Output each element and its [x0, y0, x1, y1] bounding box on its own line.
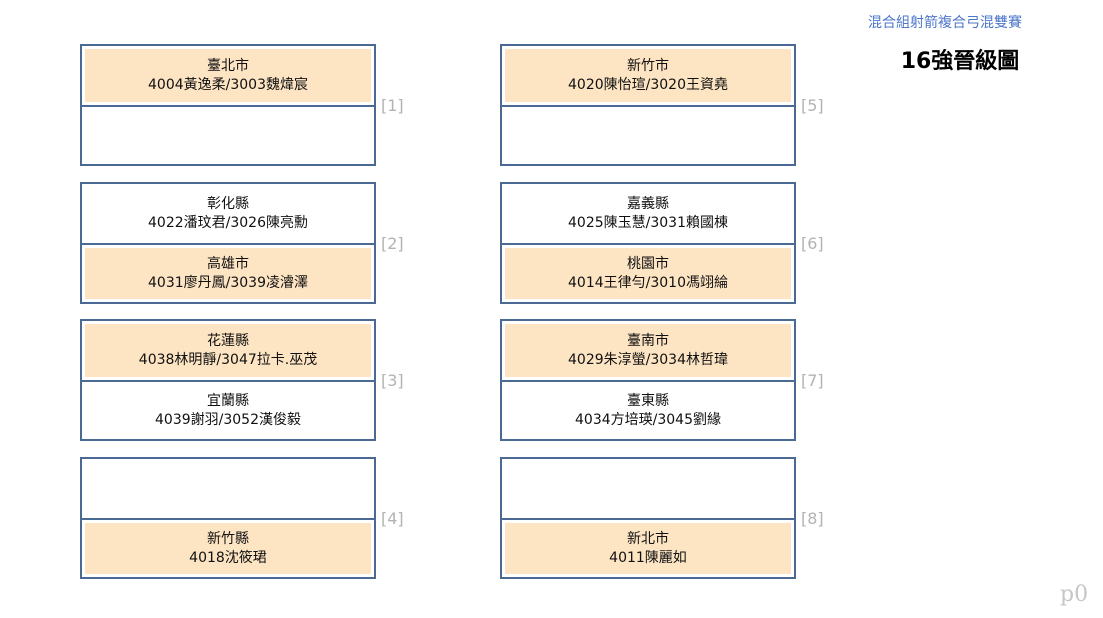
slot-divider [502, 380, 794, 382]
match-slot-bottom: 臺東縣 4034方培瑛/3045劉緣 [502, 382, 794, 439]
winner-highlight [85, 248, 371, 299]
slot-divider [502, 518, 794, 520]
match-number: [4] [381, 509, 404, 528]
region-label: 新竹市 [627, 57, 669, 74]
match-number: [6] [801, 234, 824, 253]
match-slot-top: 花蓮縣 4038林明靜/3047拉卡.巫茂 [82, 321, 374, 380]
region-label: 新竹縣 [207, 530, 249, 547]
players-label: 4038林明靜/3047拉卡.巫茂 [138, 351, 318, 368]
winner-highlight [85, 523, 371, 574]
winner-highlight [505, 248, 791, 299]
slot-divider [82, 518, 374, 520]
match-slot-bottom [82, 107, 374, 164]
match-box: 新竹縣 4018沈筱珺 [80, 457, 376, 579]
bracket-subtitle: 混合組射箭複合弓混雙賽 [868, 15, 1022, 31]
match-slot-top: 新竹市 4020陳怡瑄/3020王資堯 [502, 46, 794, 105]
players-label: 4020陳怡瑄/3020王資堯 [568, 76, 728, 93]
match-number: [2] [381, 234, 404, 253]
players-label: 4011陳麗如 [609, 549, 687, 566]
match-box: 新竹市 4020陳怡瑄/3020王資堯 [500, 44, 796, 166]
region-label: 嘉義縣 [627, 195, 669, 212]
players-label: 4004黃逸柔/3003魏煒宸 [148, 76, 308, 93]
match-number: [1] [381, 96, 404, 115]
region-label: 臺北市 [207, 57, 249, 74]
match-slot-bottom: 新北市 4011陳麗如 [502, 520, 794, 577]
slot-divider [502, 243, 794, 245]
players-label: 4018沈筱珺 [189, 549, 267, 566]
match-slot-bottom: 新竹縣 4018沈筱珺 [82, 520, 374, 577]
slot-divider [82, 105, 374, 107]
match-slot-top: 臺南市 4029朱淳螢/3034林哲瑋 [502, 321, 794, 380]
match-box: 新北市 4011陳麗如 [500, 457, 796, 579]
players-label: 4014王律勻/3010馮翊綸 [568, 274, 728, 291]
match-slot-top [502, 459, 794, 518]
winner-highlight [505, 324, 791, 377]
match-number: [7] [801, 371, 824, 390]
players-label: 4039謝羽/3052漢俊毅 [155, 411, 301, 428]
bracket-title: 16強晉級圖 [900, 49, 1020, 74]
match-slot-top [82, 459, 374, 518]
match-slot-bottom: 宜蘭縣 4039謝羽/3052漢俊毅 [82, 382, 374, 439]
match-slot-top: 臺北市 4004黃逸柔/3003魏煒宸 [82, 46, 374, 105]
region-label: 新北市 [627, 530, 669, 547]
region-label: 彰化縣 [207, 195, 249, 212]
winner-highlight [505, 49, 791, 102]
slot-divider [82, 380, 374, 382]
winner-highlight [505, 523, 791, 574]
players-label: 4029朱淳螢/3034林哲瑋 [568, 351, 728, 368]
region-label: 臺南市 [627, 332, 669, 349]
page-mark: p0 [1060, 582, 1089, 607]
match-number: [5] [801, 96, 824, 115]
match-slot-bottom: 桃園市 4014王律勻/3010馮翊綸 [502, 245, 794, 302]
players-label: 4025陳玉慧/3031賴國棟 [568, 214, 728, 231]
players-label: 4034方培瑛/3045劉緣 [575, 411, 721, 428]
match-box: 臺南市 4029朱淳螢/3034林哲瑋臺東縣 4034方培瑛/3045劉緣 [500, 319, 796, 441]
match-box: 花蓮縣 4038林明靜/3047拉卡.巫茂宜蘭縣 4039謝羽/3052漢俊毅 [80, 319, 376, 441]
region-label: 宜蘭縣 [207, 392, 249, 409]
match-box: 臺北市 4004黃逸柔/3003魏煒宸 [80, 44, 376, 166]
region-label: 高雄市 [207, 255, 249, 272]
match-slot-bottom: 高雄市 4031廖丹鳳/3039凌濬澤 [82, 245, 374, 302]
region-label: 花蓮縣 [207, 332, 249, 349]
players-label: 4031廖丹鳳/3039凌濬澤 [148, 274, 308, 291]
players-label: 4022潘玟君/3026陳亮勳 [148, 214, 308, 231]
winner-highlight [85, 49, 371, 102]
match-box: 嘉義縣 4025陳玉慧/3031賴國棟桃園市 4014王律勻/3010馮翊綸 [500, 182, 796, 304]
match-slot-top: 嘉義縣 4025陳玉慧/3031賴國棟 [502, 184, 794, 243]
match-slot-bottom [502, 107, 794, 164]
match-number: [3] [381, 371, 404, 390]
match-number: [8] [801, 509, 824, 528]
region-label: 臺東縣 [627, 392, 669, 409]
match-box: 彰化縣 4022潘玟君/3026陳亮勳高雄市 4031廖丹鳳/3039凌濬澤 [80, 182, 376, 304]
slot-divider [82, 243, 374, 245]
region-label: 桃園市 [627, 255, 669, 272]
winner-highlight [85, 324, 371, 377]
slot-divider [502, 105, 794, 107]
match-slot-top: 彰化縣 4022潘玟君/3026陳亮勳 [82, 184, 374, 243]
